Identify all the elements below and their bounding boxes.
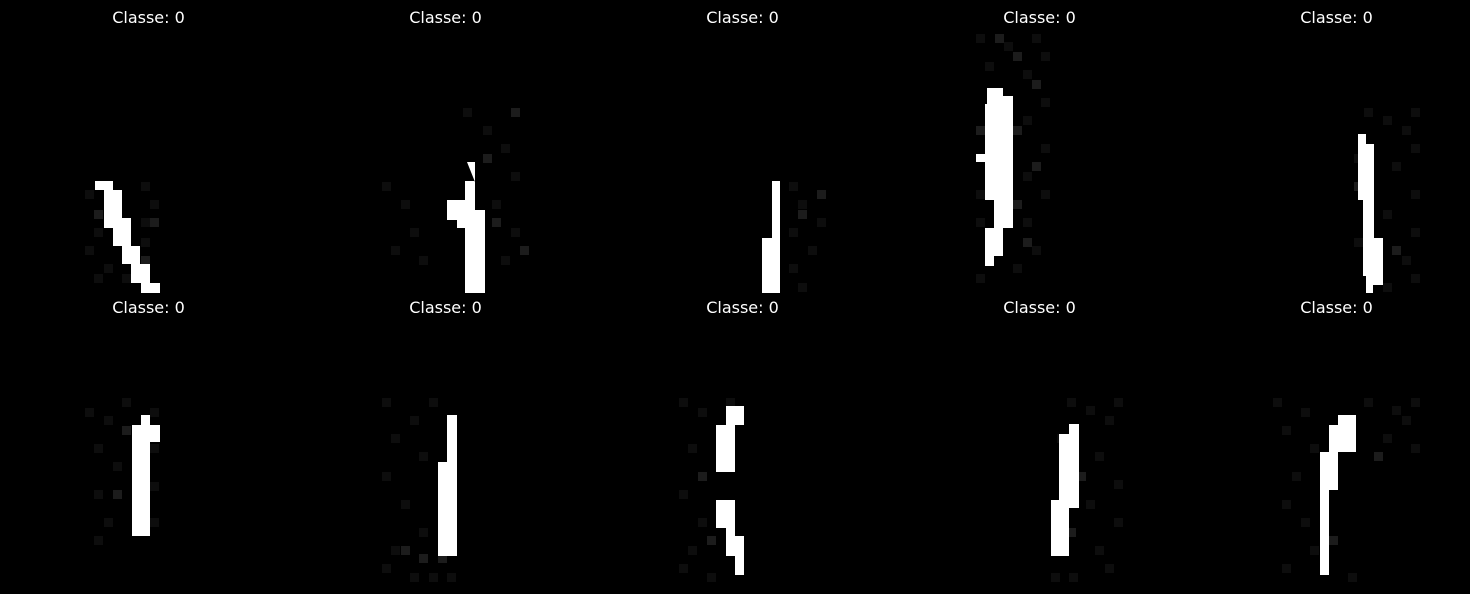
panel-title: Classe: 0 bbox=[112, 298, 185, 317]
digit-panel: Classe: 0 bbox=[594, 290, 891, 587]
panel-title: Classe: 0 bbox=[112, 8, 185, 27]
panel-title: Classe: 0 bbox=[1300, 298, 1373, 317]
digit-image bbox=[1273, 398, 1420, 582]
digit-image bbox=[1354, 108, 1420, 293]
panel-title: Classe: 0 bbox=[1300, 8, 1373, 27]
digit-image bbox=[679, 398, 744, 582]
digit-panel: Classe: 0 bbox=[297, 0, 594, 297]
digit-panel: Classe: 0 bbox=[1188, 290, 1470, 587]
panel-title: Classe: 0 bbox=[706, 298, 779, 317]
digit-image bbox=[382, 108, 529, 293]
digit-panel: Classe: 0 bbox=[891, 0, 1188, 297]
digit-image bbox=[85, 181, 160, 293]
digit-panel: Classe: 0 bbox=[0, 290, 297, 587]
panel-title: Classe: 0 bbox=[409, 8, 482, 27]
panel-title: Classe: 0 bbox=[409, 298, 482, 317]
digit-panel: Classe: 0 bbox=[1188, 0, 1470, 297]
digit-image bbox=[762, 181, 826, 293]
digit-image bbox=[85, 398, 160, 545]
digit-panel: Classe: 0 bbox=[594, 0, 891, 297]
digit-image bbox=[976, 34, 1050, 283]
digit-image bbox=[1051, 398, 1123, 582]
digit-panel: Classe: 0 bbox=[297, 290, 594, 587]
panel-title: Classe: 0 bbox=[1003, 298, 1076, 317]
digit-image bbox=[382, 398, 457, 582]
panel-title: Classe: 0 bbox=[1003, 8, 1076, 27]
digit-panel: Classe: 0 bbox=[891, 290, 1188, 587]
digit-panel: Classe: 0 bbox=[0, 0, 297, 297]
panel-title: Classe: 0 bbox=[706, 8, 779, 27]
